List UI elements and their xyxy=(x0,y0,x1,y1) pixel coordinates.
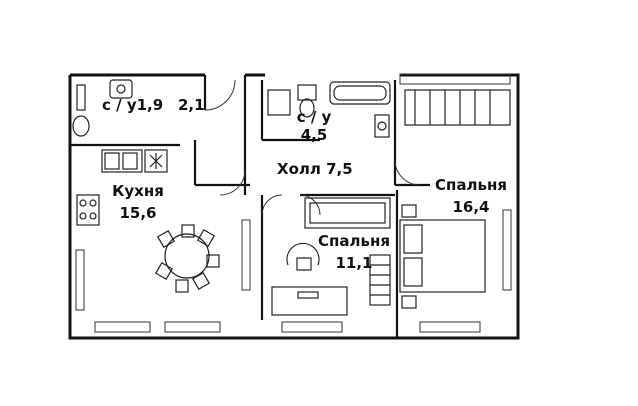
windows xyxy=(75,73,512,333)
bath1-name: с / у xyxy=(102,96,137,114)
bath1-extra-area: 2,1 xyxy=(178,96,205,114)
label-bath1-extra: 2,1 xyxy=(178,96,205,114)
hall-area: 7,5 xyxy=(326,160,353,178)
label-bedroom-large: Спальня 16,4 xyxy=(430,176,512,216)
kitchen-area: 15,6 xyxy=(119,204,157,222)
bedroom-large-name: Спальня xyxy=(435,176,507,194)
small-bedroom-fixtures xyxy=(271,197,391,316)
label-kitchen: Кухня 15,6 xyxy=(108,182,168,222)
bath2-area: 4,5 xyxy=(300,126,328,144)
kitchen-name: Кухня xyxy=(112,182,164,200)
outer-walls xyxy=(68,73,520,340)
hall-name: Холл xyxy=(277,160,321,178)
bedroom-large-area: 16,4 xyxy=(452,198,490,216)
door-swings xyxy=(204,79,421,216)
bedroom-small-name: Спальня xyxy=(318,232,390,250)
large-bedroom-fixtures xyxy=(399,89,511,309)
bath2-fixtures xyxy=(267,81,391,138)
bedroom-small-area: 11,1 xyxy=(335,254,373,272)
label-bedroom-small: Спальня 11,1 xyxy=(314,232,394,272)
bath2-name: с / у xyxy=(296,108,332,126)
bath1-area: 1,9 xyxy=(136,96,164,114)
kitchen-fixtures xyxy=(76,149,220,293)
label-bath2: с / у 4,5 xyxy=(292,108,336,144)
label-hall: Холл 7,5 xyxy=(277,160,353,178)
label-bath1: с / у1,9 xyxy=(102,96,163,114)
bath1-fixtures xyxy=(72,79,133,137)
